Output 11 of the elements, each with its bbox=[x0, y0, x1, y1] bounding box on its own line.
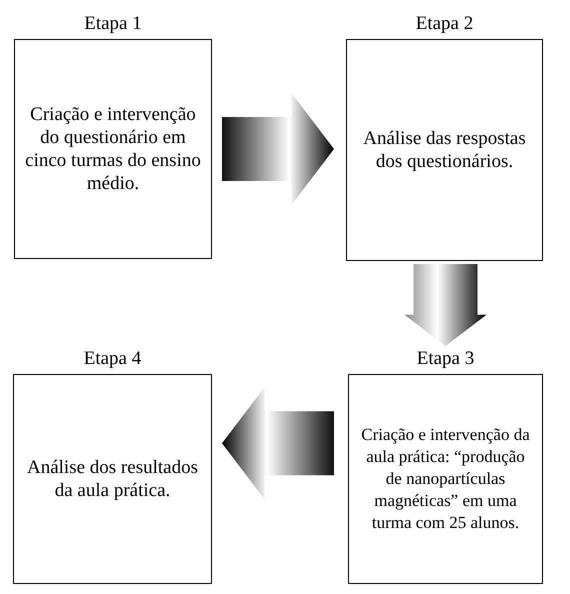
stage-box: Criação e intervenção do questionário em cinco turmas do ensino médio. bbox=[14, 39, 212, 259]
stage-heading: Etapa 1 bbox=[84, 13, 142, 35]
block-arrow bbox=[222, 387, 334, 500]
stage-heading: Etapa 2 bbox=[416, 13, 474, 35]
stage-heading: Etapa 3 bbox=[416, 348, 474, 370]
block-arrow bbox=[222, 93, 334, 205]
block-arrow bbox=[404, 264, 486, 346]
stage-box: Análise dos resultados da aula prática. bbox=[13, 374, 212, 584]
stage-box: Análise das respostas dos questionários. bbox=[346, 39, 543, 261]
stage-heading: Etapa 4 bbox=[84, 348, 142, 370]
stage-box: Criação e intervenção da aula prática: “produção de nanopartículas magnéticas” em uma turma com 25 alunos. bbox=[348, 374, 543, 584]
